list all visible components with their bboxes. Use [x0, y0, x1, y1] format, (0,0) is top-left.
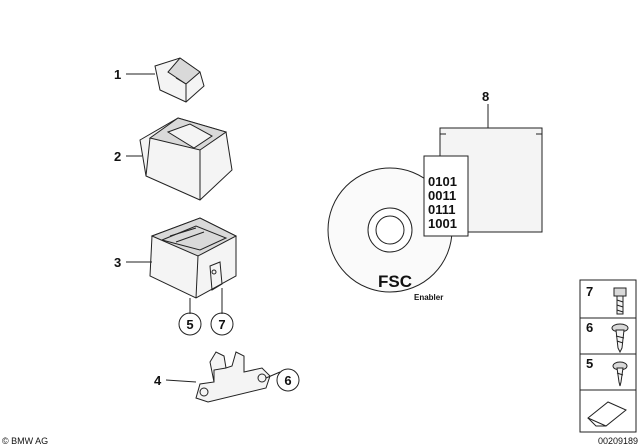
- fastener-panel: [579, 279, 637, 433]
- part-1-knob-cap: [154, 57, 205, 103]
- callout-1-label: 1: [114, 67, 121, 82]
- callout-7-circle: 7: [210, 288, 234, 336]
- callout-7-label: 7: [218, 317, 225, 332]
- callout-8: 8: [482, 89, 489, 128]
- binary-code-3: 0111: [428, 202, 456, 217]
- callout-6-label: 6: [284, 373, 291, 388]
- callout-5-circle: 5: [178, 298, 202, 336]
- callout-4-label: 4: [154, 373, 162, 388]
- fastener-arrow-icon: [587, 401, 627, 427]
- binary-code-1: 0101: [428, 174, 457, 189]
- fastener-5-label: 5: [586, 356, 593, 371]
- part-2-cover: [139, 117, 233, 201]
- fastener-6-label: 6: [586, 320, 593, 335]
- disc-subtitle: Enabler: [414, 293, 443, 302]
- callout-6-circle-lower: 6: [265, 368, 300, 392]
- binary-code-2: 0011: [428, 188, 456, 203]
- callout-1: 1: [114, 67, 155, 82]
- callout-5-label: 5: [186, 317, 193, 332]
- image-number: 00209189: [598, 436, 638, 446]
- copyright-text: © BMW AG: [2, 436, 48, 446]
- callout-3: 3: [114, 255, 152, 270]
- fastener-7-bolt: 7: [586, 284, 627, 315]
- fastener-6-screw: 6: [586, 320, 629, 354]
- part-8-disc: FSC Enabler: [327, 167, 453, 302]
- part-8-code-card: 0101 0011 0111 1001: [423, 155, 469, 237]
- callout-8-label: 8: [482, 89, 489, 104]
- callout-4: 4: [154, 373, 197, 388]
- callout-3-label: 3: [114, 255, 121, 270]
- fastener-7-label: 7: [586, 284, 593, 299]
- part-3-base-housing: [149, 217, 238, 299]
- disc-title: FSC: [378, 272, 412, 291]
- callout-2: 2: [114, 149, 142, 164]
- binary-code-4: 1001: [428, 216, 457, 231]
- part-4-bracket: [195, 351, 271, 403]
- callout-2-label: 2: [114, 149, 121, 164]
- fastener-5-screw: 5: [586, 356, 628, 387]
